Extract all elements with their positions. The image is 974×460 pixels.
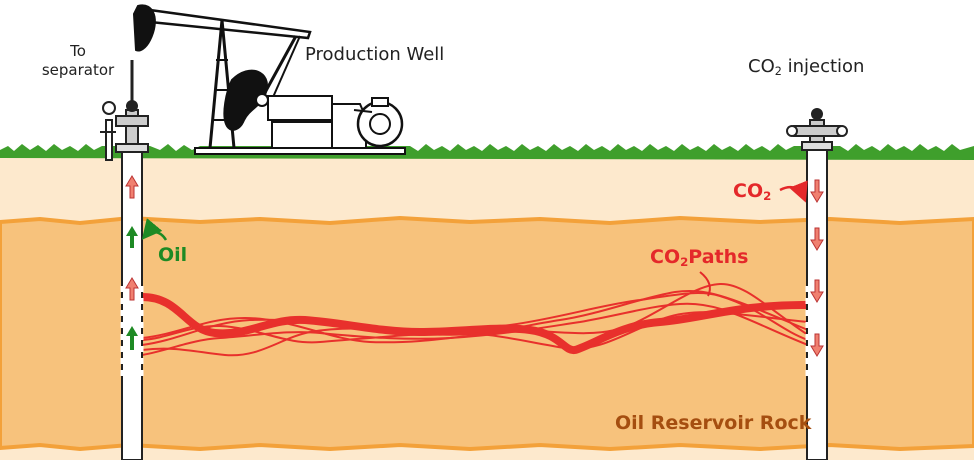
oil-label: Oil: [158, 244, 188, 266]
co2-injection-suffix: injection: [781, 56, 865, 77]
down-arrow-icon: [810, 227, 824, 251]
production-well-label: Production Well: [305, 44, 445, 65]
to-separator-line1: To: [70, 42, 86, 60]
co2-thin-path: [141, 311, 809, 350]
co2-injection-sub: 2: [774, 64, 782, 78]
pumpjack-icon: [132, 4, 406, 155]
down-arrow-icon: [810, 333, 824, 357]
down-arrow-icon: [810, 179, 824, 203]
co2-thin-path: [141, 289, 809, 357]
co2-paths-prefix: CO: [650, 246, 681, 268]
co2-label: CO2: [733, 180, 771, 203]
co2-paths: [138, 282, 812, 357]
up-arrow-icon: [126, 226, 138, 248]
injection-well: [786, 108, 848, 460]
curved-arrow-icon: [779, 180, 808, 203]
wellhead-valve-icon: [100, 60, 149, 161]
curved-arrow-icon: [141, 218, 168, 241]
co2-paths-suffix: Paths: [688, 246, 749, 268]
to-separator-line2: separator: [41, 61, 115, 79]
curved-arrow-icon: [699, 271, 711, 297]
oil-reservoir-rock-label: Oil Reservoir Rock: [615, 412, 812, 434]
co2-paths-label: CO2Paths: [650, 246, 748, 269]
to-separator-label: To separator: [36, 42, 120, 80]
production-well: [100, 60, 149, 460]
up-arrow-icon: [126, 326, 138, 350]
co2-thin-path: [141, 282, 809, 344]
co2-paths-sub: 2: [680, 254, 689, 269]
up-arrow-icon: [125, 277, 139, 301]
wellhead-valve-icon: [786, 108, 848, 143]
co2-sub: 2: [763, 188, 772, 203]
down-arrow-icon: [810, 279, 824, 303]
co2-prefix: CO: [733, 180, 764, 202]
up-arrow-icon: [125, 175, 139, 199]
co2-injection-prefix: CO: [748, 56, 775, 77]
co2-injection-label: CO2 injection: [748, 56, 864, 78]
